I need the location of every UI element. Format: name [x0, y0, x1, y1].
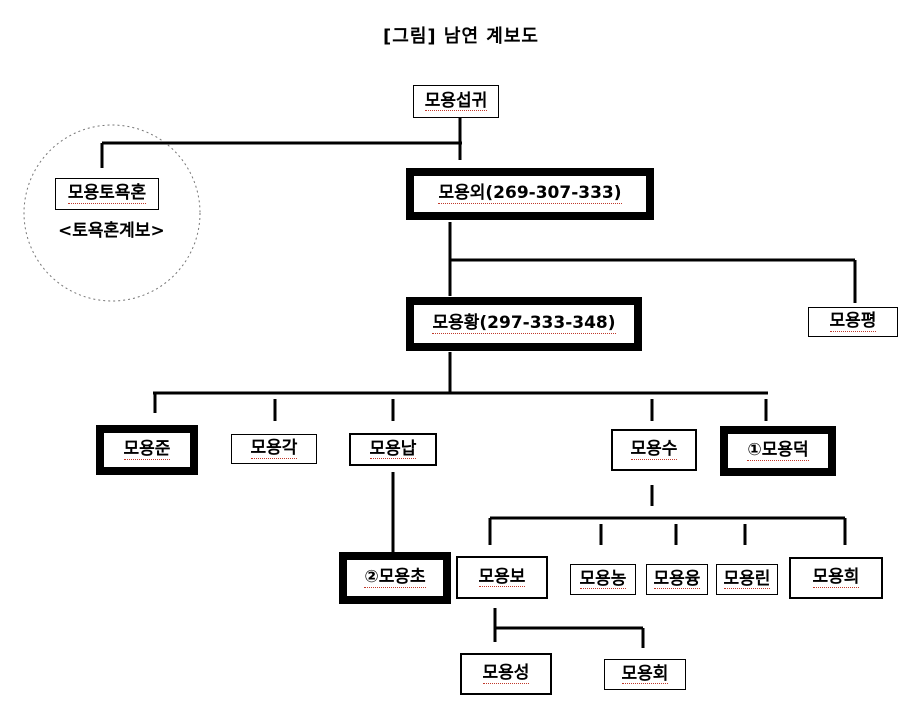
node-tuyuhun: 모용토욕혼: [55, 178, 159, 210]
node-hui: 모용희: [789, 557, 883, 599]
tuyuhun-circle: [23, 124, 201, 302]
node-gak: 모용각: [231, 434, 317, 464]
node-deok: ①모용덕: [722, 428, 834, 474]
node-hwang: 모용황(297-333-348): [408, 299, 640, 349]
node-oe: 모용외(269-307-333): [408, 170, 652, 218]
node-yung: 모용융: [646, 564, 708, 595]
node-pyeong: 모용평: [808, 307, 898, 337]
node-tuyuhun-note: <토욕혼계보>: [58, 221, 165, 241]
node-bo: 모용보: [456, 556, 548, 599]
node-seong: 모용성: [460, 653, 552, 695]
node-hoe: 모용회: [604, 659, 686, 690]
node-jun: 모용준: [98, 427, 196, 473]
node-root: 모용섭귀: [413, 85, 499, 118]
diagram-title: [그림] 남연 계보도: [383, 26, 539, 47]
node-cho: ②모용초: [341, 554, 449, 602]
node-nap: 모용납: [349, 433, 437, 466]
node-su: 모용수: [611, 429, 697, 471]
node-nong: 모용농: [570, 564, 636, 595]
node-rin: 모용린: [716, 564, 778, 595]
